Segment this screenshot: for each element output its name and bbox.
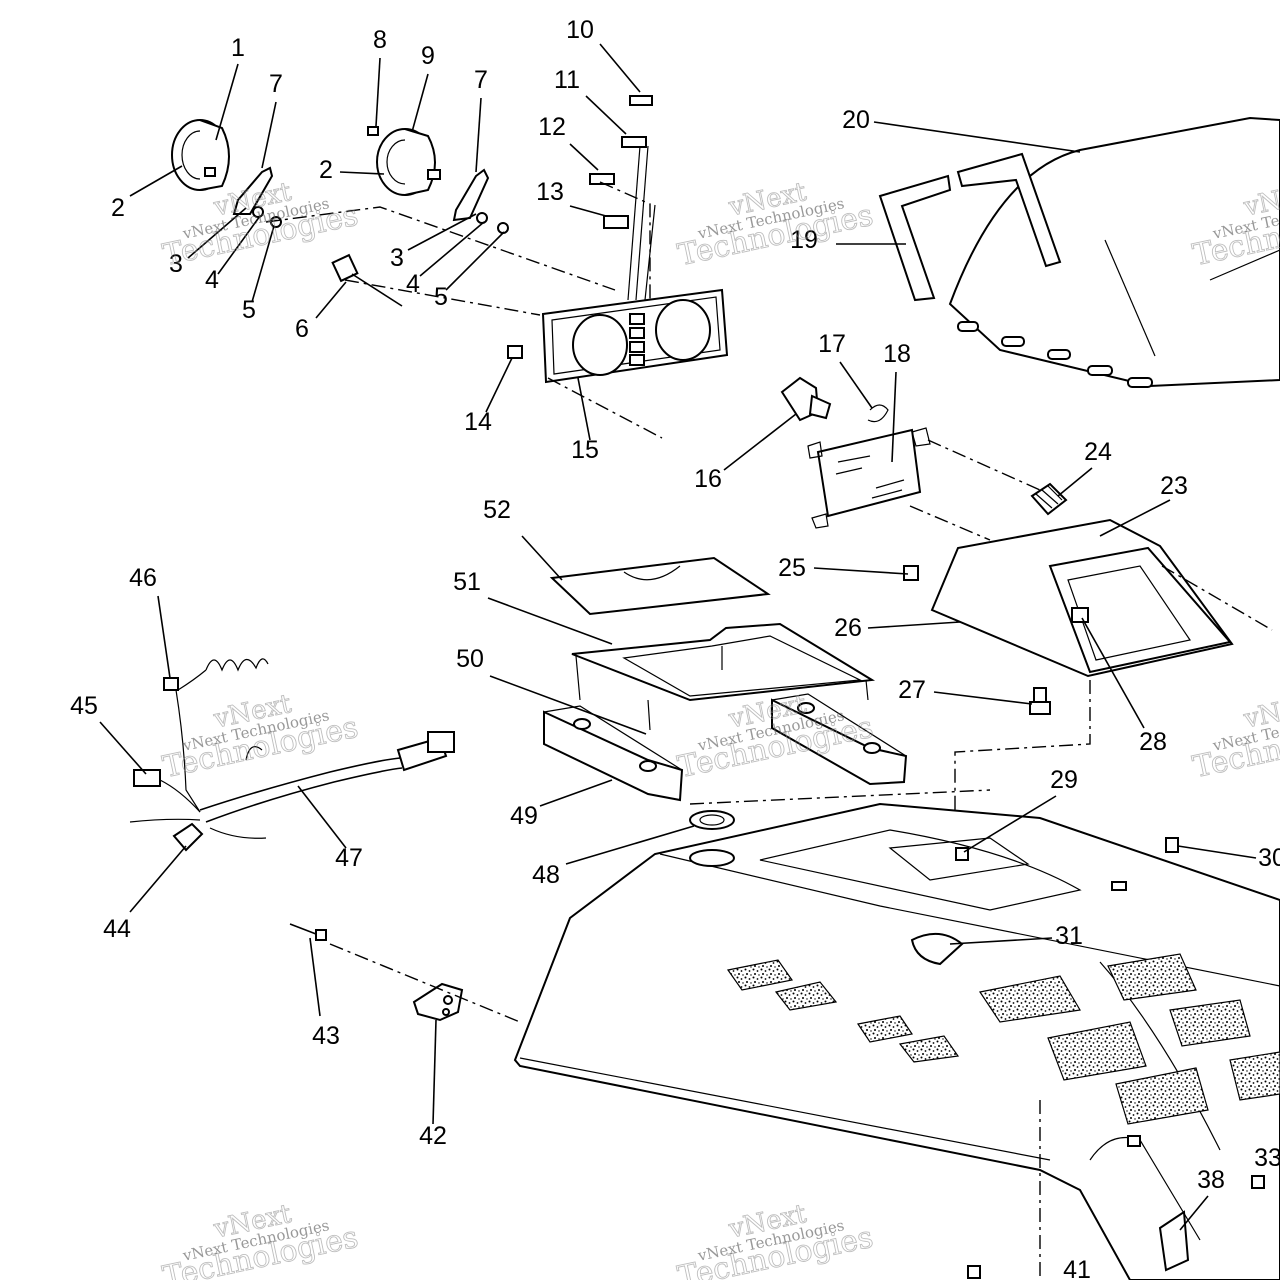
callout-15: 15 [571, 436, 599, 464]
callout-6: 6 [295, 315, 309, 343]
callout-4: 4 [406, 270, 420, 298]
screw-27 [1029, 687, 1051, 715]
callout-52: 52 [483, 496, 511, 524]
headlight-housing [930, 518, 1234, 678]
screw-33 [1251, 1175, 1265, 1189]
callout-19: 19 [790, 226, 818, 254]
callout-11: 11 [554, 66, 580, 94]
gauge-left [171, 119, 230, 191]
gauge-right [367, 126, 441, 196]
callout-4: 4 [205, 266, 219, 294]
callout-20: 20 [842, 106, 870, 134]
callout-49: 49 [510, 802, 538, 830]
clip-25 [903, 565, 919, 581]
screw-30 [1165, 837, 1179, 853]
callout-44: 44 [103, 915, 131, 943]
callout-33: 33 [1254, 1144, 1280, 1172]
callout-13: 13 [536, 178, 564, 206]
spring-24 [1030, 482, 1068, 516]
callout-3: 3 [169, 250, 183, 278]
callout-25: 25 [778, 554, 806, 582]
screw-41 [967, 1265, 981, 1279]
hood [513, 802, 1280, 1280]
callout-24: 24 [1084, 438, 1112, 466]
callout-2: 2 [111, 194, 125, 222]
block-49-right [771, 693, 908, 786]
callout-48: 48 [532, 861, 560, 889]
callout-31: 31 [1055, 922, 1083, 950]
cover-51 [571, 622, 876, 731]
callout-41: 41 [1063, 1256, 1091, 1280]
screw-6 [331, 253, 403, 307]
wire-17 [867, 404, 889, 423]
callout-9: 9 [421, 42, 435, 70]
callout-45: 45 [70, 692, 98, 720]
block-49-left [543, 705, 684, 802]
callout-42: 42 [419, 1122, 447, 1150]
callout-3: 3 [390, 244, 404, 272]
callout-12: 12 [538, 113, 566, 141]
indicator-lamps [589, 95, 656, 301]
callout-26: 26 [834, 614, 862, 642]
callout-7: 7 [474, 66, 488, 94]
bracket-42 [412, 982, 464, 1022]
callout-27: 27 [898, 676, 926, 704]
callout-16: 16 [694, 465, 722, 493]
callout-8: 8 [373, 26, 387, 54]
callout-47: 47 [335, 844, 363, 872]
screw-43 [289, 923, 327, 941]
callout-17: 17 [818, 330, 846, 358]
callout-28: 28 [1139, 728, 1167, 756]
windshield [878, 116, 1280, 388]
callout-5: 5 [434, 283, 448, 311]
leader-lines [99, 43, 1257, 1231]
callout-30: 30 [1258, 844, 1280, 872]
callout-38: 38 [1197, 1166, 1225, 1194]
callout-29: 29 [1050, 766, 1078, 794]
callout-46: 46 [129, 564, 157, 592]
callout-51: 51 [453, 568, 481, 596]
callout-2: 2 [319, 156, 333, 184]
callout-18: 18 [883, 340, 911, 368]
pad-52 [549, 556, 771, 616]
headlight [807, 427, 931, 529]
grommet-48 [689, 810, 735, 830]
callout-43: 43 [312, 1022, 340, 1050]
screw-14 [507, 345, 523, 359]
callout-14: 14 [464, 408, 492, 436]
part-38 [1158, 1210, 1190, 1272]
callout-50: 50 [456, 645, 484, 673]
callout-7: 7 [269, 70, 283, 98]
callout-10: 10 [566, 16, 594, 44]
callout-5: 5 [242, 296, 256, 324]
dash-panel [541, 288, 729, 384]
callout-23: 23 [1160, 472, 1188, 500]
callout-1: 1 [231, 34, 245, 62]
wiring-harness [129, 658, 455, 852]
headlight-bulb [780, 376, 832, 422]
